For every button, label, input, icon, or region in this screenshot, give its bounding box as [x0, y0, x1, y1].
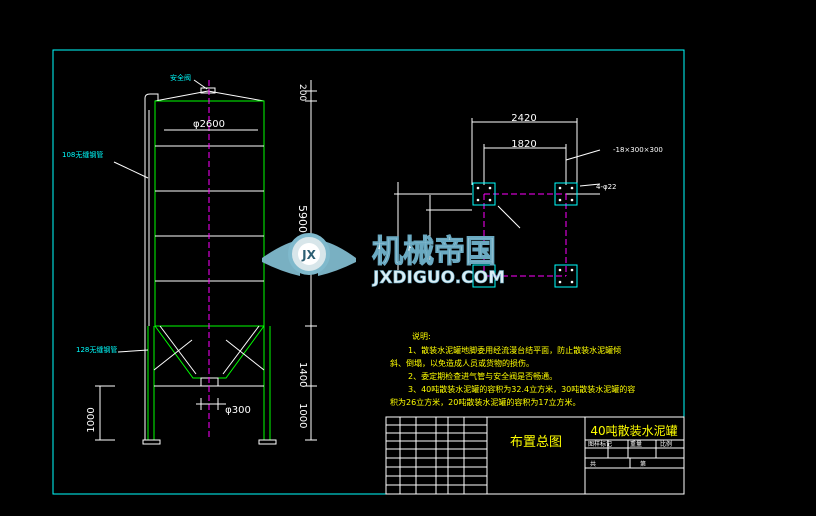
note-line-1: 1、散装水泥罐地脚委用经流漫台结平面，防止散装水泥罐倾: [408, 346, 622, 355]
note-line-2: 斜、倒塌，以免造成人员或货物的损伤。: [390, 359, 534, 368]
watermark-badge: JX: [301, 248, 316, 262]
note-line-3: 2、委定期检查进气管与安全阀是否畅通。: [408, 372, 558, 381]
watermark-en: JXDIGUO.COM: [372, 268, 505, 288]
dim-plan-outer: 2420: [511, 113, 536, 124]
product-name: 40吨散装水泥罐: [590, 423, 677, 438]
drawing-title: 布置总图: [510, 435, 562, 450]
dim-cone-height: 1400: [297, 362, 308, 387]
drawing-frame: [52, 49, 685, 495]
dim-leg-height: 1000: [297, 403, 308, 428]
label-pipe-upper: 108无缝钢管: [62, 150, 103, 159]
watermark-cn: 机械帝国: [372, 234, 496, 270]
dim-outlet: φ300: [225, 405, 251, 416]
label-safety-valve: 安全阀: [170, 73, 191, 82]
dim-plan-inner: 1820: [511, 139, 536, 150]
sheet-total: 共: [590, 460, 596, 468]
dim-plate-spec: -18×300×300: [613, 146, 663, 154]
tank-elevation: [142, 80, 277, 445]
dim-diameter: φ2600: [193, 119, 225, 130]
sheet-no: 第: [640, 460, 646, 468]
dim-body-height: 5900: [296, 205, 309, 233]
weight-label: 重量: [630, 440, 642, 448]
notes-heading: 说明:: [412, 332, 431, 341]
note-line-4: 3、40吨散装水泥罐的容积为32.4立方米，30吨散装水泥罐的容: [408, 385, 636, 394]
title-block: [385, 416, 685, 495]
label-pipe-lower: 128无缝钢管: [76, 345, 117, 354]
note-line-5: 积为26立方米，20吨散装水泥罐的容积为17立方米。: [390, 398, 581, 407]
dim-leg-height-left: 1000: [86, 407, 97, 432]
foundation-plan: [394, 118, 601, 288]
dim-top-height: 200: [297, 84, 307, 101]
scale-label: 比例: [660, 440, 672, 448]
stage-label: 图样标记: [588, 440, 612, 448]
watermark-logo: [262, 233, 356, 276]
dim-bolt-spec: 4-φ22: [596, 183, 617, 191]
